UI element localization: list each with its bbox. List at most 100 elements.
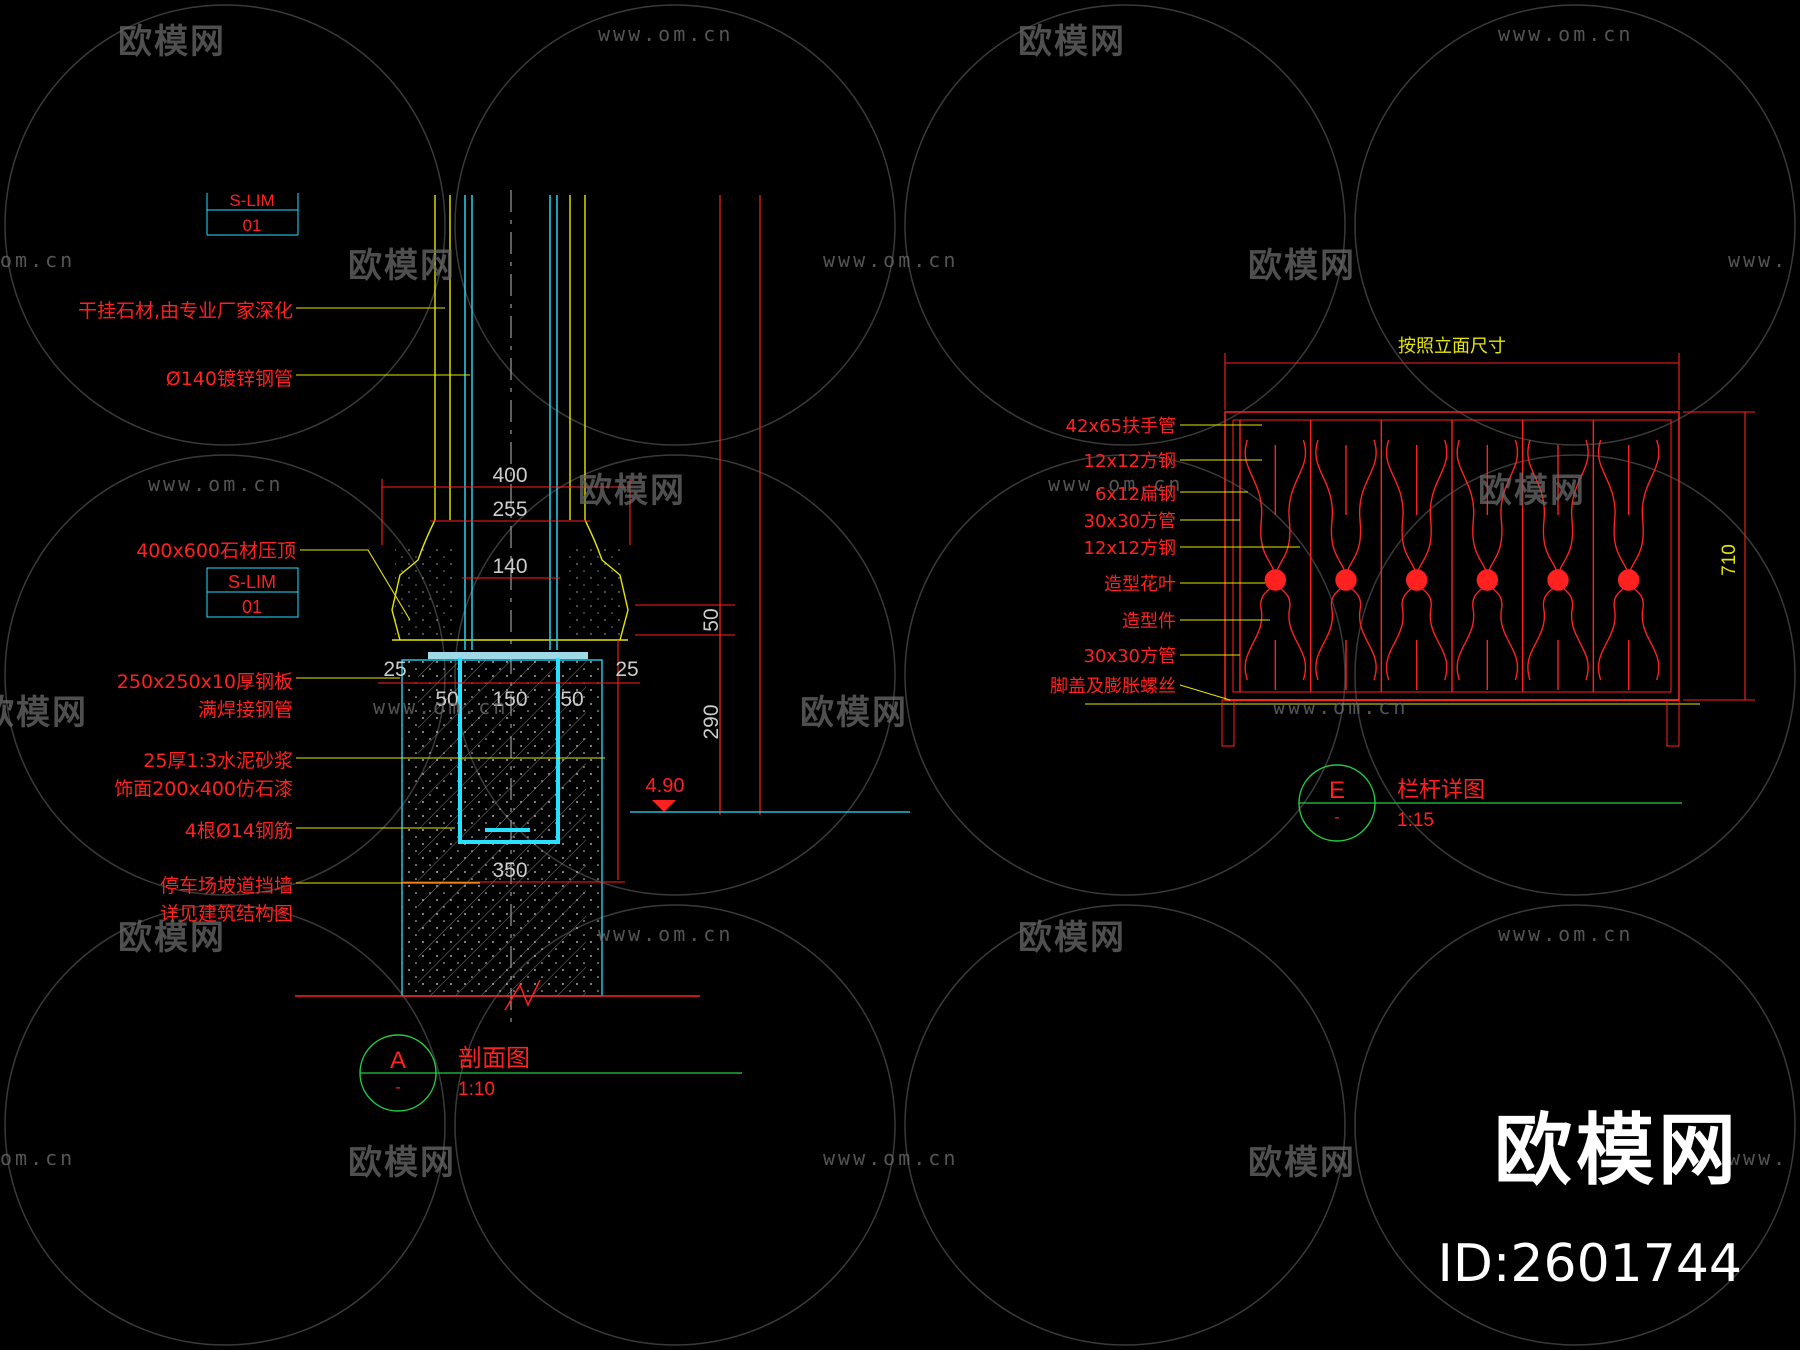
watermark-logo: 欧模网 [1018,22,1126,62]
watermark-url: www.om.cn [1498,922,1634,946]
ornament-flower [1476,569,1499,591]
elevation-marker-icon [652,800,676,812]
watermark-url: www. [1728,248,1789,272]
brand-logo: 欧模网 [1493,1106,1740,1196]
note-handrail: 42x65扶手管 [1066,416,1176,437]
section-e-title-name: 栏杆详图 [1397,778,1485,803]
dim-50-vertical: 50 [700,608,723,631]
dim-140: 140 [492,555,527,578]
note-rebar: 4根Ø14钢筋 [185,820,293,842]
railing-top-dim: 按照立面尺寸 [1398,336,1506,357]
note-mortar: 25厚1:3水泥砂浆 [143,750,293,772]
baluster-scroll [1244,439,1307,690]
dim-290: 290 [700,704,723,739]
section-a-dim-texts: 400 255 140 25 25 50 150 50 350 50 290 [383,464,723,882]
section-a-leaders [296,307,605,884]
dim-255: 255 [492,498,527,521]
ornament-flower [1547,569,1569,591]
section-a-scale: 1:10 [458,1079,495,1100]
brand-id: ID:2601744 [1437,1234,1742,1294]
svg-text:S-LIM: S-LIM [229,191,274,210]
note-finish: 饰面200x400仿石漆 [114,778,293,800]
baluster-scroll [1315,439,1377,690]
railing-leaders [1179,424,1300,701]
railing-elevation [1085,411,1700,747]
watermark-logo: 欧模网 [118,22,226,62]
note-square-tube-2: 30x30方管 [1084,646,1176,667]
baluster-set [1239,420,1660,692]
section-ref-box-mid: S-LIM 01 [206,567,299,618]
embedded-steel-frame [458,658,560,844]
note-square-tube-1: 30x30方管 [1084,511,1176,532]
section-ref-box-top: S-LIM 01 [206,191,299,236]
watermark-logo: 欧模网 [118,918,226,958]
ornament-flower [1405,569,1428,591]
watermark-logo: 欧模网 [348,246,456,286]
railing-dimensions [1224,353,1755,701]
note-square-steel-2: 12x12方钢 [1084,538,1176,559]
watermark-logo: 欧模网 [348,1143,456,1183]
watermark-url: www.om.cn [373,695,509,719]
section-a-notes: 干挂石材,由专业厂家深化 Ø140镀锌钢管 400x600石材压顶 250x25… [78,300,296,925]
dim-50-right: 50 [560,688,583,711]
steel-pipe [464,195,558,650]
break-mark [504,979,541,1011]
watermark-url: www. [1728,1146,1789,1170]
svg-text:A: A [390,1047,406,1074]
note-square-steel-1: 12x12方钢 [1084,451,1176,472]
baluster-scroll [1527,439,1589,690]
note-flat-steel: 6x12扁钢 [1095,484,1176,505]
elevation-value: 4.90 [646,775,685,797]
svg-text:01: 01 [242,597,262,617]
watermark-circles [4,4,1796,1346]
dim-25-right: 25 [615,658,638,681]
baluster-scroll [1597,439,1660,690]
watermark-url: www.om.cn [1048,472,1184,496]
note-ornament: 造型件 [1122,611,1176,632]
watermark-url: www.om.cn [598,922,734,946]
section-a-drawing [295,190,910,1030]
cap-stone-hatch-left [395,545,455,635]
note-wall: 停车场坡道挡墙 [160,875,293,897]
watermark-logo: 欧模网 [0,693,88,733]
svg-text:E: E [1329,777,1345,804]
section-e-title: E - 栏杆详图 1:15 [1298,764,1682,842]
watermark-logo: 欧模网 [800,693,908,733]
dim-150: 150 [492,688,527,711]
note-ornament-leaf: 造型花叶 [1104,574,1176,595]
watermark-url: om.cn [0,1146,76,1170]
note-pipe: Ø140镀锌钢管 [166,368,293,390]
cap-stone-hatch-right [565,545,625,635]
watermark-url: www.om.cn [148,472,284,496]
ornament-flower [1617,569,1640,591]
note-wall-ref: 详见建筑结构图 [160,903,293,925]
watermark-url: om.cn [0,248,76,272]
note-plate: 250x250x10厚钢板 [117,671,293,693]
railing-height-dim: 710 [1719,544,1740,576]
svg-text:-: - [395,1079,400,1096]
baluster-scroll [1456,439,1519,690]
watermark-url: www.om.cn [1273,695,1409,719]
note-stone: 干挂石材,由专业厂家深化 [78,300,293,322]
watermark-url: www.om.cn [823,1146,959,1170]
svg-text:01: 01 [243,216,262,235]
watermark-logo: 欧模网 [1248,1143,1356,1183]
railing-notes: 42x65扶手管 12x12方钢 6x12扁钢 30x30方管 12x12方钢 … [1050,416,1176,697]
ornament-flower [1335,569,1357,591]
ornament-flower [1264,569,1287,591]
section-a-dimensions [378,479,735,883]
note-anchor-bolt: 脚盖及膨胀螺丝 [1050,676,1176,697]
watermark-logo: 欧模网 [578,471,686,511]
note-weld: 满焊接钢管 [198,699,293,721]
watermark-logo: 欧模网 [1248,246,1356,286]
watermark-url: www.om.cn [1498,22,1634,46]
steel-plate [428,652,588,659]
section-a-title: A - 剖面图 1:10 [359,1034,742,1112]
section-a-title-name: 剖面图 [458,1044,530,1072]
dim-25-left: 25 [383,658,406,681]
dim-400: 400 [492,464,527,487]
svg-text:S-LIM: S-LIM [228,572,276,592]
dim-350: 350 [492,859,527,882]
watermark-logo: 欧模网 [1478,471,1586,511]
